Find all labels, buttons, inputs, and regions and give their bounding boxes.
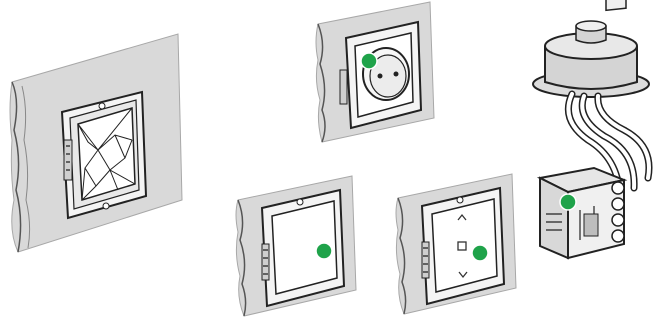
status-indicator-dot (316, 243, 332, 259)
flush-mount-receiver-group (533, 0, 649, 258)
status-indicator-dot (361, 53, 377, 69)
receiver-terminal (612, 230, 624, 242)
junction-box-knob (576, 21, 606, 31)
terminal-block-socket (340, 70, 347, 104)
receiver-terminal (612, 182, 624, 194)
receiver-terminal (612, 214, 624, 226)
frame-screw (297, 199, 303, 205)
status-indicator-dot (560, 194, 576, 210)
wireless-sensor-frame-group (10, 34, 182, 252)
socket-outlet-group (316, 2, 434, 142)
receiver-terminal (612, 198, 624, 210)
frame-screw (457, 197, 463, 203)
junction-box-label (606, 0, 626, 10)
receiver-chip (584, 214, 598, 236)
frame-screw (103, 203, 109, 209)
frame-screw (99, 103, 105, 109)
blind-switch-group (396, 174, 516, 314)
socket-pin-hole (378, 74, 383, 79)
status-indicator-dot (472, 245, 488, 261)
blind-rocker (432, 199, 497, 292)
push-button-switch-group (236, 176, 356, 316)
socket-pin-hole (394, 72, 399, 77)
receiver-front (540, 178, 568, 258)
